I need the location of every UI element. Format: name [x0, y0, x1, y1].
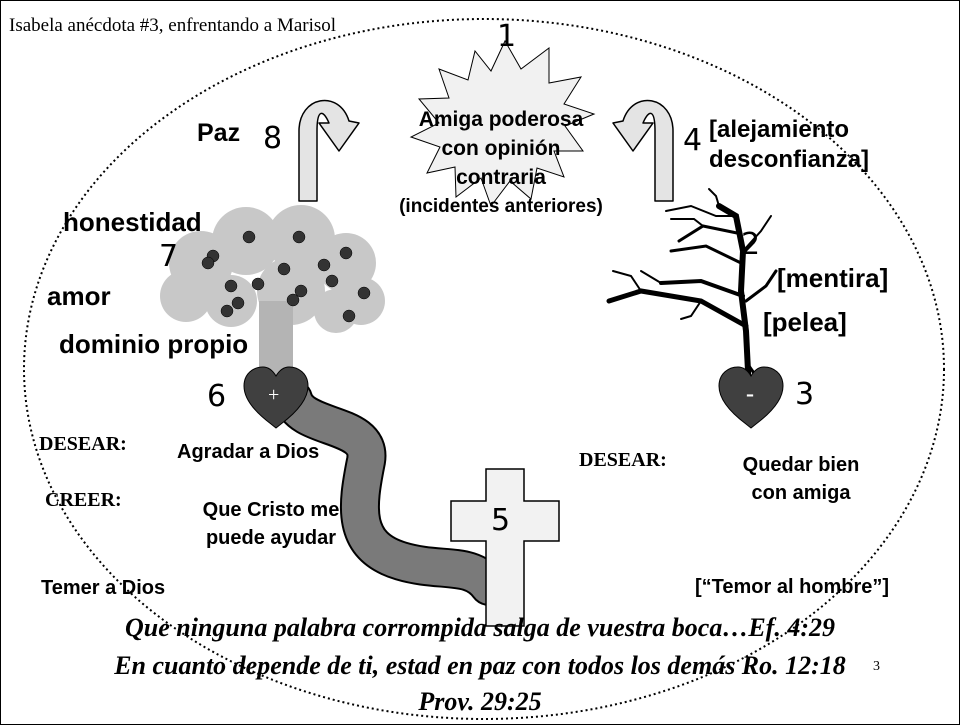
left-desire-value: Agradar a Dios: [177, 441, 320, 463]
dotted-circle: [23, 18, 945, 720]
center-line-1: Amiga poderosa: [418, 108, 584, 131]
verse-1: Que ninguna palabra corrompida salga de …: [125, 613, 835, 642]
right-desire-value: Quedar bien con amiga: [711, 451, 891, 507]
center-line-2: con opinión: [441, 137, 561, 160]
fruit-honesty: honestidad: [63, 207, 202, 237]
slide-title: Isabela anécdota #3, enfrentando a Maris…: [9, 15, 337, 36]
step-number-2: 2: [741, 227, 761, 262]
peace-label: Paz: [197, 119, 241, 147]
bare-tree: [606, 188, 778, 394]
cross-icon: [450, 468, 560, 627]
step-number-1: 1: [497, 19, 517, 54]
turn-away-line-2: desconfianza]: [709, 146, 870, 173]
step-number-5: 5: [491, 503, 511, 538]
believe-line-1: Que Cristo me: [202, 499, 340, 521]
right-desire-line-2: con amiga: [751, 482, 851, 504]
believe-line-2: puede ayudar: [205, 527, 337, 549]
slide-number: 3: [873, 659, 880, 674]
heart-minus-icon: [718, 366, 784, 429]
curved-arrow-right-icon: [612, 99, 674, 202]
step-number-6: 6: [207, 379, 227, 414]
right-desire-line-1: Quedar bien: [742, 454, 860, 476]
fruit-lie: [mentira]: [777, 263, 889, 293]
turn-away-label: [alejamiento desconfianza]: [709, 115, 869, 175]
believe-value: Que Cristo me puede ayudar: [171, 496, 371, 552]
curved-arrow-left-icon: [298, 99, 360, 202]
starburst-icon: [409, 39, 596, 208]
center-line-4: (incidentes anteriores): [399, 196, 603, 217]
apples: [201, 230, 371, 323]
verse-2: En cuanto depende de ti, estad en paz co…: [114, 651, 846, 680]
right-desire-label: DESEAR:: [579, 449, 667, 471]
fear-man: [“Temor al hombre”]: [695, 576, 890, 598]
left-desire-label: DESEAR:: [39, 433, 127, 455]
winding-path-fill: [275, 381, 507, 604]
fear-god: Temer a Dios: [41, 577, 166, 599]
heart-minus-symbol: -: [746, 381, 754, 407]
step-number-3: 3: [795, 377, 815, 412]
center-line-3: contraria: [456, 166, 546, 189]
step-number-4: 4: [683, 123, 703, 158]
fruit-self-control: dominio propio: [59, 329, 249, 359]
heart-plus-icon: [243, 366, 309, 429]
believe-label: CREER:: [45, 489, 122, 511]
heart-plus-symbol: +: [268, 384, 280, 406]
fruit-fight: [pelea]: [763, 307, 847, 337]
verse-3: Prov. 29:25: [418, 687, 542, 716]
step-number-8: 8: [263, 121, 283, 156]
fruit-love: amor: [47, 281, 111, 311]
turn-away-line-1: [alejamiento: [709, 116, 850, 143]
step-number-7: 7: [159, 239, 179, 274]
center-concept: Amiga poderosa con opinión contraria (in…: [361, 105, 641, 221]
